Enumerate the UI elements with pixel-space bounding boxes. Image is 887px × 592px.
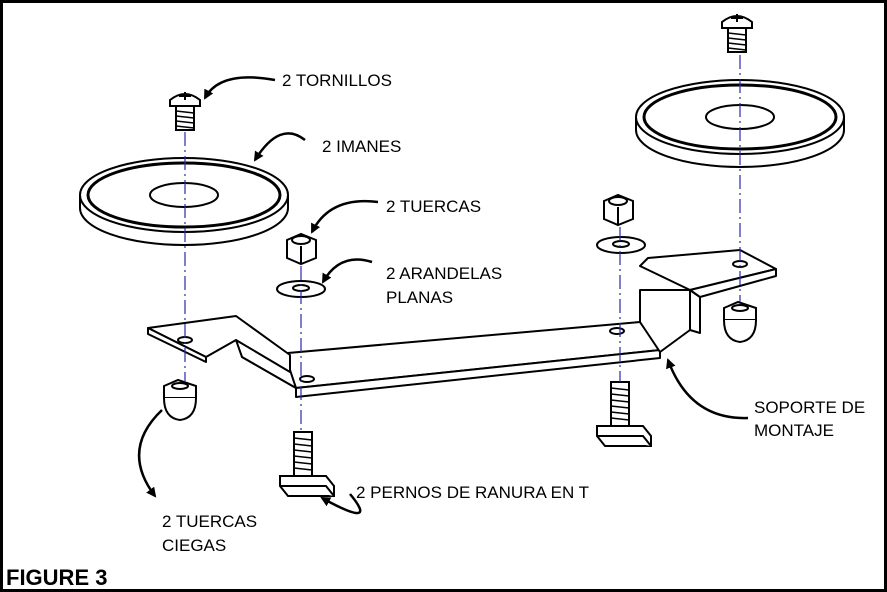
label-washers-line1: 2 ARANDELAS: [386, 264, 502, 283]
leader-arrows: [137, 76, 749, 515]
label-bracket-line1: SOPORTE DE: [754, 398, 865, 417]
label-bracket-line2: MONTAJE: [754, 421, 834, 440]
alignment-lines: [184, 55, 741, 432]
arrow-screws: [203, 76, 276, 100]
label-nuts: 2 TUERCAS: [386, 197, 481, 216]
arrow-bracket: [666, 358, 749, 420]
arrow-washers: [321, 258, 373, 284]
screw-right: [721, 14, 753, 53]
label-washers-line2: PLANAS: [386, 288, 453, 307]
arrow-capnuts: [137, 409, 163, 498]
label-capnuts-line1: 2 TUERCAS: [162, 512, 257, 531]
washer-right: [596, 236, 646, 254]
screw-left: [169, 92, 201, 131]
label-screws: 2 TORNILLOS: [282, 71, 392, 90]
arrow-magnets: [253, 132, 306, 162]
mounting-bracket: [147, 249, 777, 398]
arrow-tbolts: [320, 493, 362, 515]
cap-nut-left: [163, 378, 197, 422]
label-magnets: 2 IMANES: [322, 137, 401, 156]
magnet-left: [79, 157, 289, 246]
hex-nut-right: [603, 193, 634, 227]
cap-nut-right: [723, 300, 757, 344]
arrow-nuts: [310, 199, 379, 234]
t-bolt-right: [596, 381, 652, 447]
label-tbolts: 2 PERNOS DE RANURA EN T: [356, 483, 589, 502]
hex-nut-left: [286, 232, 317, 266]
t-bolt-left: [279, 431, 335, 497]
label-capnuts-line2: CIEGAS: [162, 536, 226, 555]
figure-caption: FIGURE 3: [6, 565, 107, 590]
